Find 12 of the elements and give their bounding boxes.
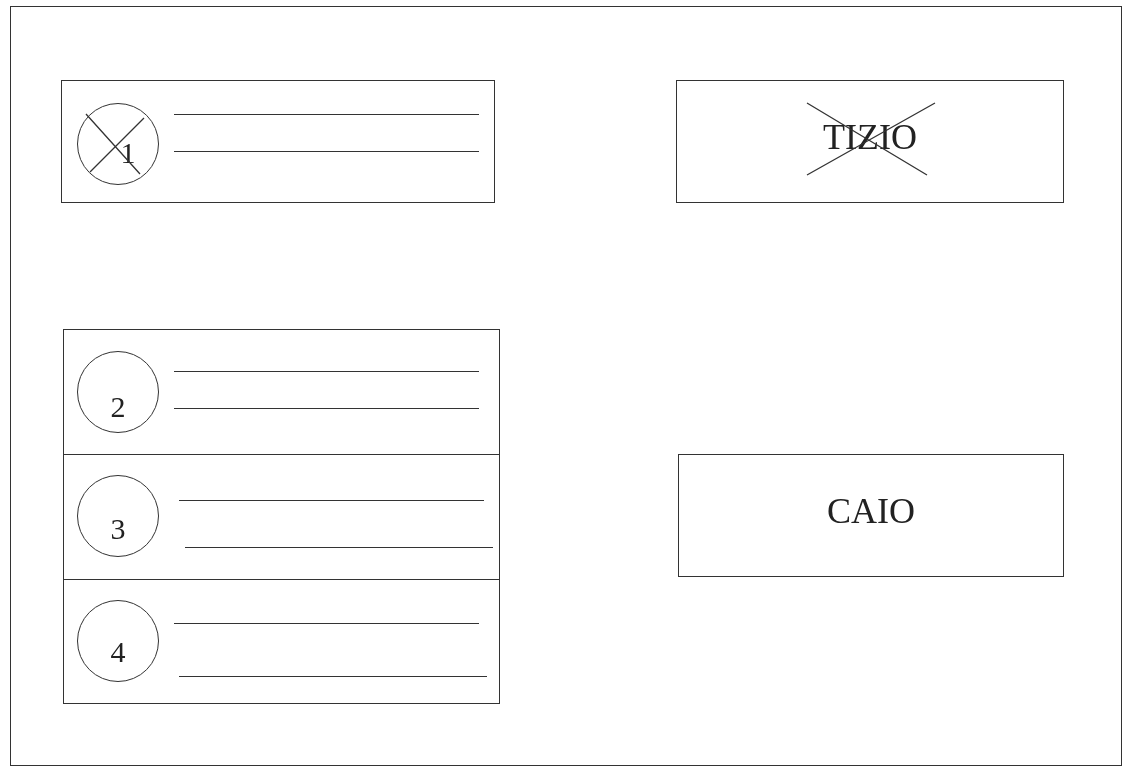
name-box bbox=[676, 80, 1064, 203]
number-label: 2 bbox=[109, 392, 127, 422]
number-label: 1 bbox=[119, 138, 137, 168]
row-box bbox=[63, 579, 500, 704]
number-label: 3 bbox=[109, 514, 127, 544]
frame bbox=[10, 6, 1122, 766]
number-label: 4 bbox=[109, 637, 127, 667]
row-box bbox=[63, 329, 500, 455]
name-box bbox=[678, 454, 1064, 577]
row-box bbox=[61, 80, 495, 203]
name-label: CAIO bbox=[826, 493, 916, 529]
row-box bbox=[63, 454, 500, 580]
